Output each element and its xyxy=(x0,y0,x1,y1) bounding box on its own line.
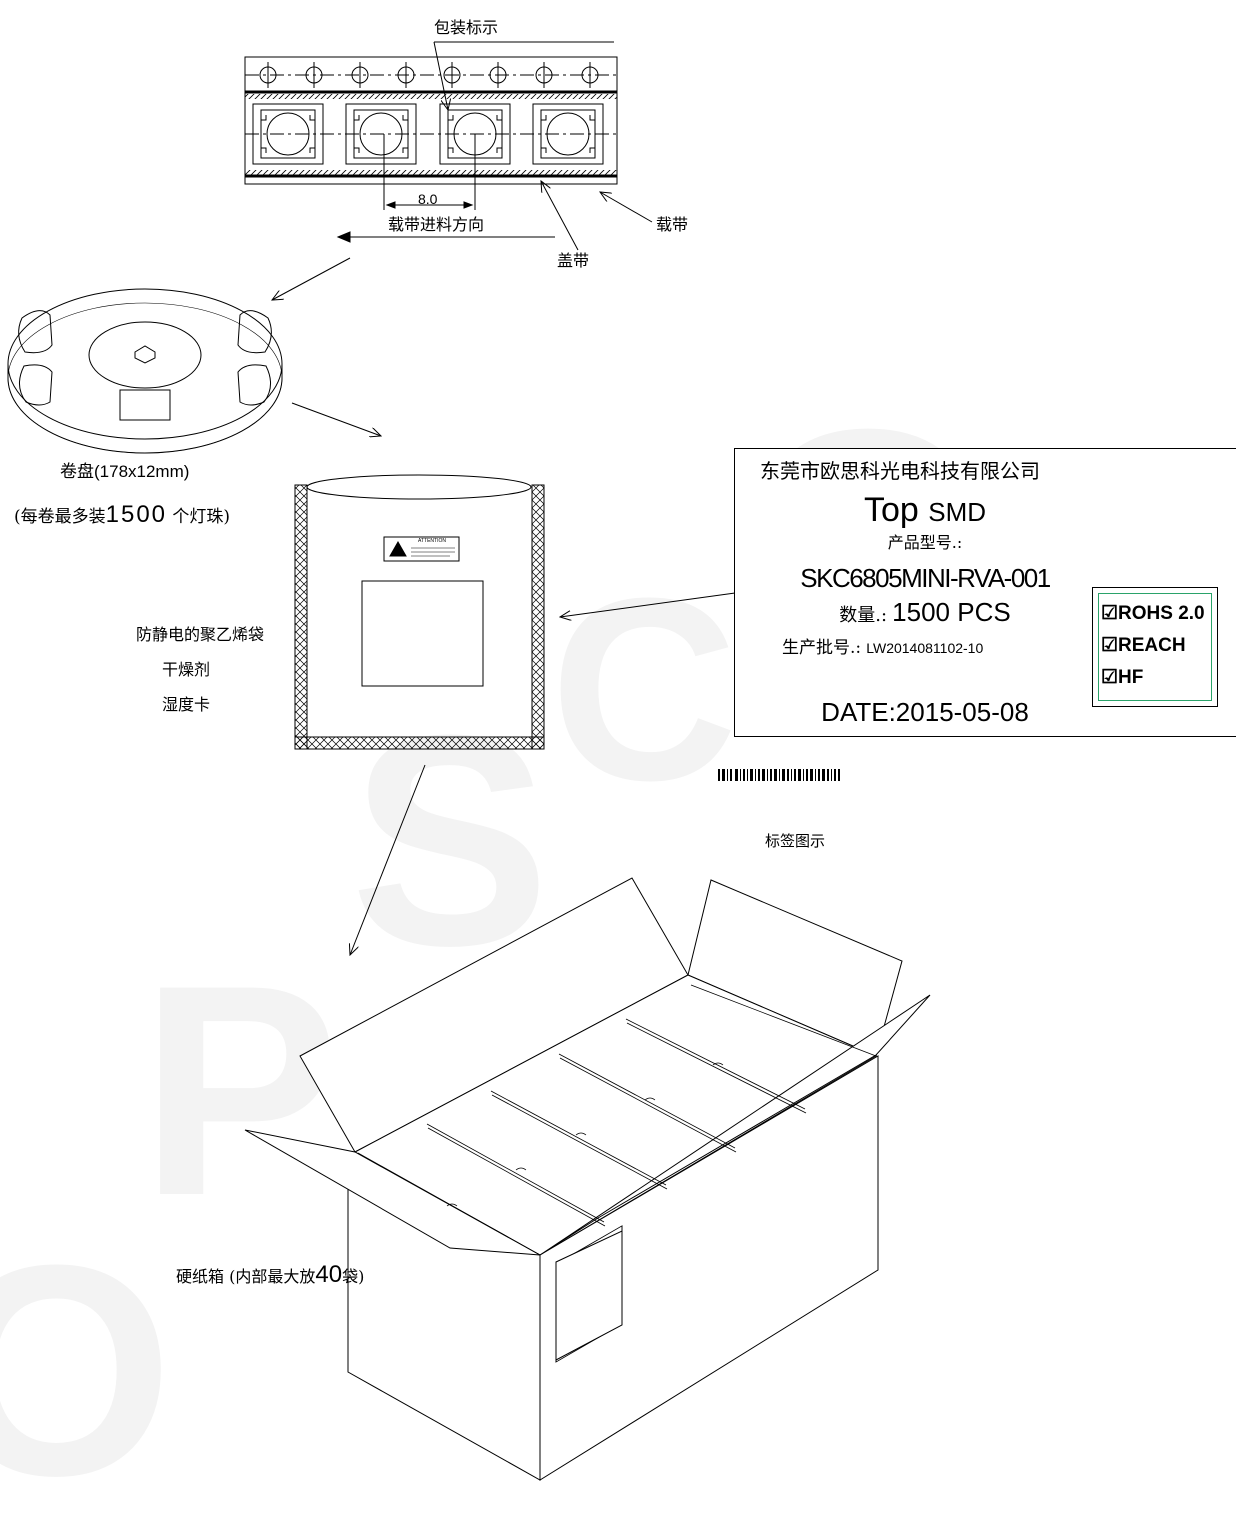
cert-rohs: ☑ROHS 2.0 xyxy=(1101,603,1205,624)
lot-caption: 生产批号.: xyxy=(782,638,862,658)
model-number: SKC6805MINI-RVA-001 xyxy=(800,563,1051,593)
lot-row: 生产批号.: LW2014081102-10 xyxy=(782,640,983,657)
lot-value: LW2014081102-10 xyxy=(866,640,984,656)
sprocket-holes xyxy=(259,62,599,88)
reel-label: 卷盘(178x12mm) xyxy=(60,463,189,481)
esd-bag-drawing xyxy=(294,474,545,750)
cover-tape-label: 盖带 xyxy=(557,251,590,270)
label-caption: 标签图示 xyxy=(765,832,826,850)
certification-inner-border xyxy=(1098,593,1212,701)
product-line: Top SMD xyxy=(735,493,1115,527)
arrow-tape-to-reel xyxy=(272,257,351,300)
cert-reach: ☑REACH xyxy=(1101,635,1186,656)
pitch-value: 8.0 xyxy=(418,191,438,207)
arrow-label-to-bag xyxy=(560,592,736,617)
carton-box-drawing xyxy=(244,877,931,1481)
esd-bag-label: 防静电的聚乙烯袋 xyxy=(136,625,265,644)
certification-box: ☑ROHS 2.0 ☑REACH ☑HF xyxy=(1092,587,1218,707)
watermark-letter-o2: O xyxy=(0,1202,174,1538)
cert-hf: ☑HF xyxy=(1101,667,1144,688)
barcode xyxy=(718,769,840,781)
box-label-mid: 内部最大放 xyxy=(235,1267,316,1286)
product-label-card: 东莞市欧思科光电科技有限公司 Top SMD 产品型号.: SKC6805MIN… xyxy=(734,448,1236,737)
carton-box-label: 硬纸箱 (内部最大放40袋) xyxy=(176,1263,364,1287)
packaging-diagram xyxy=(7,41,931,1481)
quantity-row: 数量.: 1500 PCS xyxy=(735,599,1115,625)
product-line-top: Top xyxy=(863,491,919,529)
quantity-value: 1500 PCS xyxy=(892,597,1011,627)
attention-sticker-text: ATTENTION xyxy=(418,538,446,544)
reel-drawing xyxy=(7,288,283,454)
reel-qty-value: 1500 xyxy=(105,501,168,528)
reel-quantity-label: (每卷最多装1500 个灯珠) xyxy=(14,503,230,527)
reel-qty-prefix: (每卷最多装 xyxy=(14,507,106,527)
arrow-reel-to-bag xyxy=(291,402,381,436)
feed-direction-label: 载带进料方向 xyxy=(388,215,485,234)
reel-size-text: 卷盘(178x12mm) xyxy=(60,462,190,481)
desiccant-label: 干燥剂 xyxy=(162,660,211,679)
watermark-letter-c: C xyxy=(550,545,738,835)
tape-pocket-4 xyxy=(532,103,604,165)
watermark-letter-p: P xyxy=(140,922,341,1258)
model-caption: 产品型号.: xyxy=(887,533,963,552)
arrow-bag-to-box xyxy=(350,764,426,955)
box-label-suffix: 袋) xyxy=(342,1267,365,1286)
date-text: DATE:2015-05-08 xyxy=(821,697,1029,727)
company-name: 东莞市欧思科光电科技有限公司 xyxy=(760,459,1040,483)
package-mark-label: 包装标示 xyxy=(434,18,499,37)
box-label-prefix: 硬纸箱 ( xyxy=(176,1267,236,1286)
reel-qty-suffix: 个灯珠) xyxy=(167,507,231,527)
carrier-tape-drawing xyxy=(244,41,653,251)
carrier-tape-label: 载带 xyxy=(656,215,689,234)
quantity-caption: 数量.: xyxy=(839,605,888,626)
box-label-num: 40 xyxy=(315,1261,343,1288)
humidity-card-label: 湿度卡 xyxy=(162,695,211,714)
product-line-smd: SMD xyxy=(928,497,987,527)
